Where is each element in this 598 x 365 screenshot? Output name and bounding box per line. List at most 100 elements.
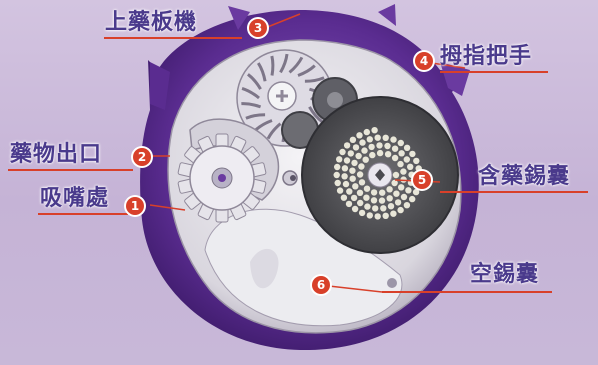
- callout-underline-thumb-grip: [440, 71, 548, 73]
- small-gear-hub: [327, 92, 343, 108]
- blister-dot: [342, 165, 348, 171]
- blister-dot: [359, 179, 365, 185]
- blister-dot: [361, 147, 367, 153]
- blister-dot: [393, 191, 399, 197]
- blister-dot: [397, 161, 403, 167]
- blister-dot: [344, 142, 350, 148]
- callout-label-trigger: 上藥板機: [105, 10, 197, 36]
- callout-underline-empty-blister: [382, 291, 552, 293]
- blister-dot: [398, 184, 404, 190]
- blister-dot: [334, 164, 340, 170]
- blister-dot: [367, 136, 373, 142]
- blister-dot: [346, 188, 352, 194]
- blister-dot: [383, 135, 389, 141]
- blister-dot: [392, 155, 398, 161]
- callout-number-full-blister: 5: [413, 171, 431, 189]
- blister-dot: [372, 205, 378, 211]
- blister-dot: [334, 172, 340, 178]
- blister-dot: [356, 132, 362, 138]
- blister-dot: [351, 160, 357, 166]
- blister-dot: [344, 157, 350, 163]
- blister-dot: [405, 187, 411, 193]
- blister-dot: [375, 213, 381, 219]
- blister-dot: [397, 207, 403, 213]
- blister-dot: [413, 189, 419, 195]
- blister-dot: [352, 206, 358, 212]
- callout-number-mouthpiece: 1: [126, 197, 144, 215]
- blister-dot: [352, 183, 358, 189]
- blister-dot: [367, 212, 373, 218]
- callout-label-thumb-grip: 拇指把手: [440, 44, 532, 70]
- callout-underline-mouthpiece: [38, 213, 128, 215]
- blister-dot: [371, 127, 377, 133]
- blister-dot: [404, 145, 410, 151]
- blister-dot: [358, 163, 364, 169]
- callout-number-thumb-grip: 4: [415, 52, 433, 70]
- callout-underline-full-blister: [440, 191, 588, 193]
- blister-dot: [363, 157, 369, 163]
- callout-number-empty-blister: 6: [312, 276, 330, 294]
- blister-dot: [351, 195, 357, 201]
- blister-dot: [398, 150, 404, 156]
- blister-dot: [379, 190, 385, 196]
- blister-dot: [379, 197, 385, 203]
- blister-dot: [371, 189, 377, 195]
- blister-dot: [336, 156, 342, 162]
- blister-dot: [383, 213, 389, 219]
- blister-dot: [404, 156, 410, 162]
- callout-number-drug-outlet: 2: [133, 148, 151, 166]
- callout-label-full-blister: 含藥錫囊: [478, 164, 570, 190]
- blister-dot: [368, 144, 374, 150]
- blister-dot: [341, 173, 347, 179]
- blister-dot: [341, 195, 347, 201]
- blister-dot: [390, 211, 396, 217]
- blister-dot: [407, 164, 413, 170]
- blister-dot: [357, 190, 363, 196]
- callout-label-mouthpiece: 吸嘴處: [40, 186, 109, 212]
- pivot-pin-hole: [290, 175, 296, 181]
- blister-dot: [350, 137, 356, 143]
- blister-dot: [375, 135, 381, 141]
- blister-coil: [302, 97, 458, 253]
- blister-dot: [384, 143, 390, 149]
- blister-dot: [371, 197, 377, 203]
- blister-dot: [376, 142, 382, 148]
- blister-dot: [357, 171, 363, 177]
- blister-dot: [409, 151, 415, 157]
- blister-dot: [335, 180, 341, 186]
- callout-label-empty-blister: 空錫囊: [470, 262, 539, 288]
- blister-dot: [363, 195, 369, 201]
- blister-dot: [364, 129, 370, 135]
- blister-dot: [355, 153, 361, 159]
- callout-label-drug-outlet: 藥物出口: [10, 142, 102, 168]
- blister-dot: [339, 149, 345, 155]
- housing-screw: [387, 278, 397, 288]
- blister-dot: [337, 187, 343, 193]
- callout-underline-drug-outlet: [8, 169, 133, 171]
- blister-dot: [386, 186, 392, 192]
- blister-dot: [392, 146, 398, 152]
- blister-dot: [364, 186, 370, 192]
- blister-dot: [357, 200, 363, 206]
- blister-dot: [348, 150, 354, 156]
- blister-dot: [398, 140, 404, 146]
- shell-tab: [378, 4, 396, 26]
- blister-dot: [369, 152, 375, 158]
- blister-dot: [377, 150, 383, 156]
- blister-dot: [349, 168, 355, 174]
- blister-dot: [385, 151, 391, 157]
- blister-dot: [393, 172, 399, 178]
- blister-dot: [395, 199, 401, 205]
- blister-dot: [404, 202, 410, 208]
- ratchet-tooth: [272, 56, 273, 75]
- blister-dot: [409, 196, 415, 202]
- blister-dot: [390, 136, 396, 142]
- callout-number-trigger: 3: [249, 19, 267, 37]
- blister-dot: [364, 203, 370, 209]
- blister-dot: [343, 181, 349, 187]
- blister-dot: [400, 168, 406, 174]
- blister-dot: [359, 139, 365, 145]
- blister-dot: [380, 205, 386, 211]
- blister-dot: [346, 201, 352, 207]
